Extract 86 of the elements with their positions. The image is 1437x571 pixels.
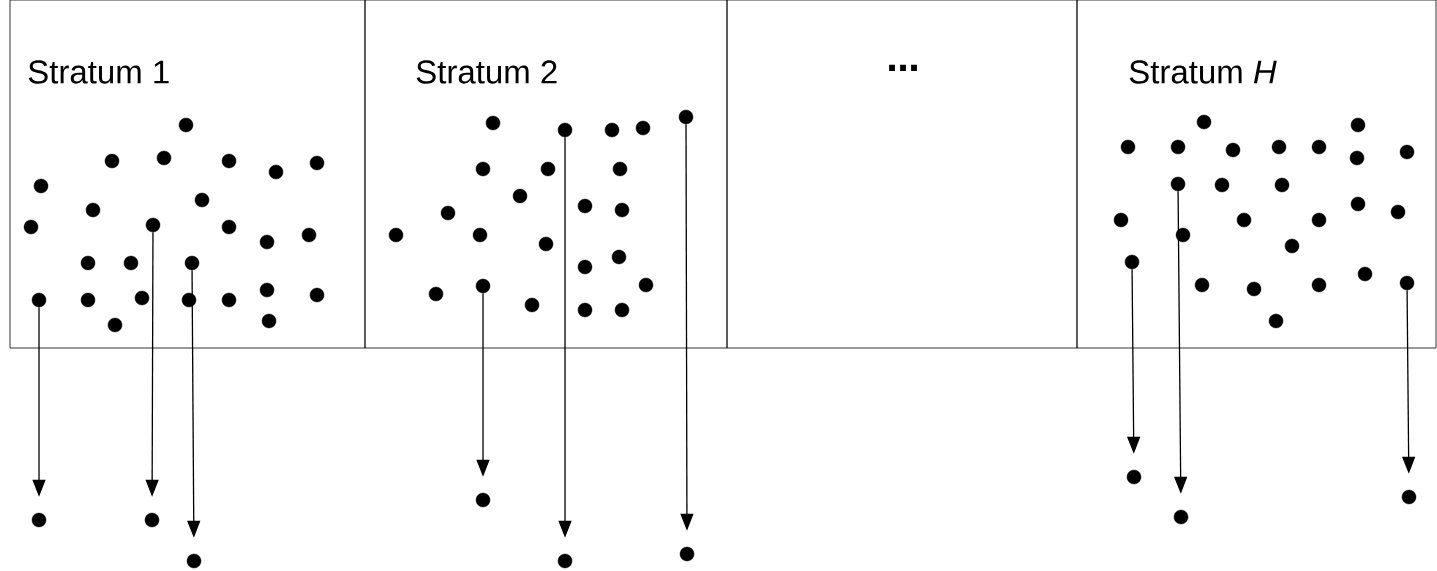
dot [1126, 469, 1142, 485]
dot [614, 302, 630, 318]
dot [512, 188, 528, 204]
dot [540, 161, 556, 177]
dot [184, 255, 200, 271]
dot [1175, 227, 1191, 243]
dot [1311, 277, 1327, 293]
dot [475, 278, 491, 294]
dot [485, 115, 501, 131]
dot [472, 227, 488, 243]
dot [221, 292, 237, 308]
dot [194, 192, 210, 208]
dot [1311, 212, 1327, 228]
dot [475, 161, 491, 177]
dot [1268, 313, 1284, 329]
dot [261, 313, 277, 329]
dot [1194, 277, 1210, 293]
dot [1170, 139, 1186, 155]
dot [123, 255, 139, 271]
stratum-box: Stratum 1 [9, 0, 366, 349]
dot [1124, 254, 1140, 270]
dot [181, 292, 197, 308]
dot [635, 120, 651, 136]
dot [557, 553, 573, 569]
dot [31, 512, 47, 528]
dot [1284, 238, 1300, 254]
dot [268, 164, 284, 180]
dot [1120, 139, 1136, 155]
dot [557, 122, 573, 138]
dot [221, 219, 237, 235]
dot [259, 282, 275, 298]
dot [309, 155, 325, 171]
dot [221, 153, 237, 169]
dot [309, 287, 325, 303]
dot [33, 178, 49, 194]
dot [1401, 489, 1417, 505]
dot [85, 202, 101, 218]
dot [1196, 114, 1212, 130]
dot [1246, 281, 1262, 297]
dot [612, 161, 628, 177]
dot [301, 227, 317, 243]
dot [679, 546, 695, 562]
dot [1173, 509, 1189, 525]
dot [1349, 150, 1365, 166]
dot [186, 553, 202, 569]
dot [104, 153, 120, 169]
dot [1390, 204, 1406, 220]
dot [1357, 266, 1373, 282]
dot [388, 227, 404, 243]
dot [577, 259, 593, 275]
dot [538, 236, 554, 252]
dot [1225, 142, 1241, 158]
stratum-box: Stratum H [1076, 0, 1437, 349]
dot [1399, 275, 1415, 291]
dot [1350, 196, 1366, 212]
dot [577, 198, 593, 214]
dot [614, 202, 630, 218]
dot [178, 117, 194, 133]
dot [80, 255, 96, 271]
dot [604, 122, 620, 138]
stratum-box: ⋯ [726, 0, 1078, 349]
dot [134, 290, 150, 306]
dot [678, 109, 694, 125]
dot [1311, 139, 1327, 155]
dot [1236, 212, 1252, 228]
dot [1274, 177, 1290, 193]
dot [524, 297, 540, 313]
dot [156, 150, 172, 166]
dot [1113, 212, 1129, 228]
dot [611, 249, 627, 265]
dot [31, 292, 47, 308]
dot [440, 205, 456, 221]
dot [80, 292, 96, 308]
dot [259, 234, 275, 250]
dot [1271, 139, 1287, 155]
dot [1350, 117, 1366, 133]
dot [107, 317, 123, 333]
dot [1399, 144, 1415, 160]
dot [475, 492, 491, 508]
dot [23, 219, 39, 235]
dot [145, 217, 161, 233]
stratum-box: Stratum 2 [364, 0, 728, 349]
dot [144, 512, 160, 528]
dot [428, 286, 444, 302]
dot [638, 277, 654, 293]
dot [577, 302, 593, 318]
